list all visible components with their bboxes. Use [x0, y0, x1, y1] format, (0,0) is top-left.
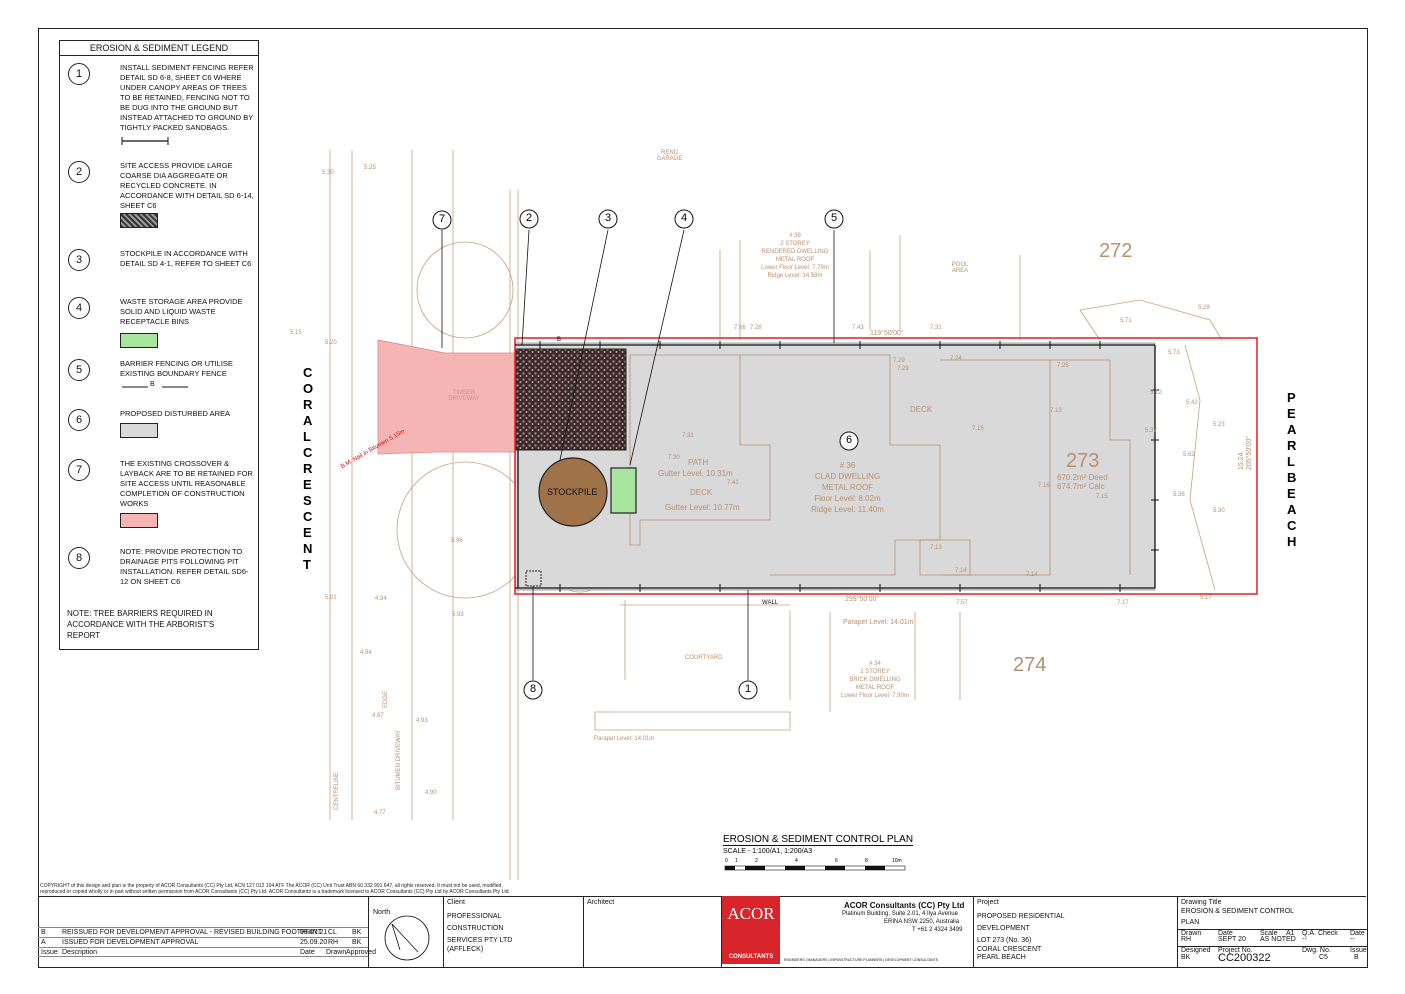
waste-storage-bin — [610, 467, 637, 514]
legend-item-8: 8 NOTE: PROVIDE PROTECTION TO DRAINAGE P… — [66, 547, 256, 593]
project-box: Project PROPOSED RESIDENTIAL DEVELOPMENT… — [973, 897, 1178, 967]
callout-3: 3 — [604, 212, 612, 224]
acor-logo: ACOR CONSULTANTS — [722, 896, 780, 964]
pool-area-label: POOL AREA — [951, 262, 969, 274]
bearing-bottom: 299°50'00" — [845, 596, 879, 603]
stockpile-label: STOCKPILE — [547, 487, 598, 497]
lot-273-label: 273 — [1066, 450, 1100, 472]
scale-bar — [724, 865, 906, 871]
existing-dwelling-outline — [629, 354, 1131, 576]
callout-8: 8 — [529, 683, 537, 695]
lot-area-deed: 670.2m² Deed — [1057, 473, 1108, 482]
drawing-title-box: Drawing Title EROSION & SEDIMENT CONTROL… — [1177, 897, 1367, 967]
timber-driveway-label: TIMBER DRIVEWAY — [448, 390, 480, 402]
waste-swatch — [120, 333, 158, 348]
legend-item-2: 2 SITE ACCESS PROVIDE LARGE COARSE DIA A… — [66, 161, 256, 231]
bearing-right: 205°50'00" — [1246, 436, 1253, 470]
parapet-level: Parapet Level: 14.01m — [843, 619, 914, 626]
deck2-label: DECK — [910, 405, 933, 414]
sediment-fence-symbol — [121, 137, 169, 145]
dwelling-34-label: # 34 2 STOREY BRICK DWELLING METAL ROOF … — [841, 661, 909, 699]
centreline-label: CENTRELINE — [334, 771, 340, 810]
dwelling-38-label: # 38 2 STOREY RENDERED DWELLING METAL RO… — [761, 233, 829, 279]
callout-5: 5 — [830, 212, 838, 224]
survey-linework — [329, 150, 1223, 880]
site-access-gravel — [514, 348, 627, 451]
lot-area-calc: 674.7m² Calc — [1057, 482, 1105, 491]
client-box: Client PROFESSIONAL CONSTRUCTION SERVICE… — [443, 897, 584, 967]
title-block: B REISSUED FOR DEVELOPMENT APPROVAL - RE… — [38, 896, 1367, 967]
site-access-swatch — [120, 213, 158, 228]
lot-274-label: 274 — [1013, 654, 1047, 676]
lot-272-label: 272 — [1099, 240, 1133, 262]
legend-item-5: 5 BARRIER FENCING OR UTILISE EXISTING BO… — [66, 359, 256, 395]
legend-item-7: 7 THE EXISTING CROSSOVER & LAYBACK ARE T… — [66, 459, 256, 529]
erosion-sediment-legend: EROSION & SEDIMENT LEGEND 1 INSTALL SEDI… — [59, 40, 259, 650]
bitumen-driveway-label: BITUMEN DRIVEWAY — [396, 729, 402, 790]
legend-item-4: 4 WASTE STORAGE AREA PROVIDE SOLID AND L… — [66, 297, 256, 355]
drainage-pit — [525, 570, 542, 587]
street-pearl-beach: PEARL BEACH — [1287, 390, 1299, 549]
callout-2: 2 — [525, 212, 533, 224]
callout-leaders — [441, 229, 835, 680]
callout-6: 6 — [845, 434, 853, 446]
path-label: PATH — [688, 458, 709, 467]
garage-label: REND GARAGE — [656, 150, 683, 162]
disturbed-swatch — [120, 423, 158, 438]
legend-item-3: 3 STOCKPILE IN ACCORDANCE WITH DETAIL SD… — [66, 249, 256, 285]
street-coral-crescent: CORAL CRESCENT — [303, 365, 316, 572]
north-arrow-icon — [384, 915, 430, 961]
deck-gutter-level: Gutter Level: 10.77m — [665, 503, 740, 512]
lot-boundary — [514, 337, 1258, 595]
crossover-swatch — [120, 513, 158, 528]
stockpile — [538, 457, 608, 527]
revision-table: B REISSUED FOR DEVELOPMENT APPROVAL - RE… — [38, 897, 376, 967]
plan-scale: SCALE - 1:100/A1, 1:200/A3 — [723, 848, 813, 855]
courtyard-label: COURTYARD — [685, 655, 723, 661]
north-box: North — [368, 897, 444, 967]
consultant-box: ACOR Consultants (CC) Pty Ltd Platinum B… — [721, 897, 974, 967]
dwelling-36-label: # 36 CLAD DWELLING METAL ROOF Floor Leve… — [811, 461, 884, 514]
architect-box: Architect — [583, 897, 722, 967]
bearing-top: 119°50'00" — [870, 330, 904, 337]
copyright-notice: COPYRIGHT of this design and plan is the… — [40, 883, 510, 895]
callout-1: 1 — [744, 683, 752, 695]
fence-posts — [539, 341, 1159, 592]
legend-title: EROSION & SEDIMENT LEGEND — [60, 41, 258, 56]
edge-label: EDGE — [383, 690, 389, 708]
callout-4: 4 — [680, 212, 688, 224]
tree-barrier-note: NOTE: TREE BARRIERS REQUIRED IN ACCORDAN… — [67, 609, 215, 640]
legend-item-1: 1 INSTALL SEDIMENT FENCING REFER DETAIL … — [66, 63, 256, 145]
legend-item-6: 6 PROPOSED DISTURBED AREA — [66, 409, 256, 445]
dim-right: 15.24 — [1238, 452, 1245, 470]
callout-7: 7 — [438, 213, 446, 225]
path-gutter-level: Gutter Level: 10.31m — [658, 469, 733, 478]
fence-b-label: B — [557, 337, 562, 343]
parapet-level-2: Parapet Level: 14.01m — [594, 736, 655, 742]
deck-label: DECK — [690, 488, 713, 497]
barrier-fence-symbol — [122, 386, 188, 388]
sediment-fence — [515, 344, 1156, 589]
wall-label: WALL — [762, 600, 779, 606]
callout-circles — [432, 209, 859, 700]
plan-title: EROSION & SEDIMENT CONTROL PLAN — [723, 834, 914, 846]
